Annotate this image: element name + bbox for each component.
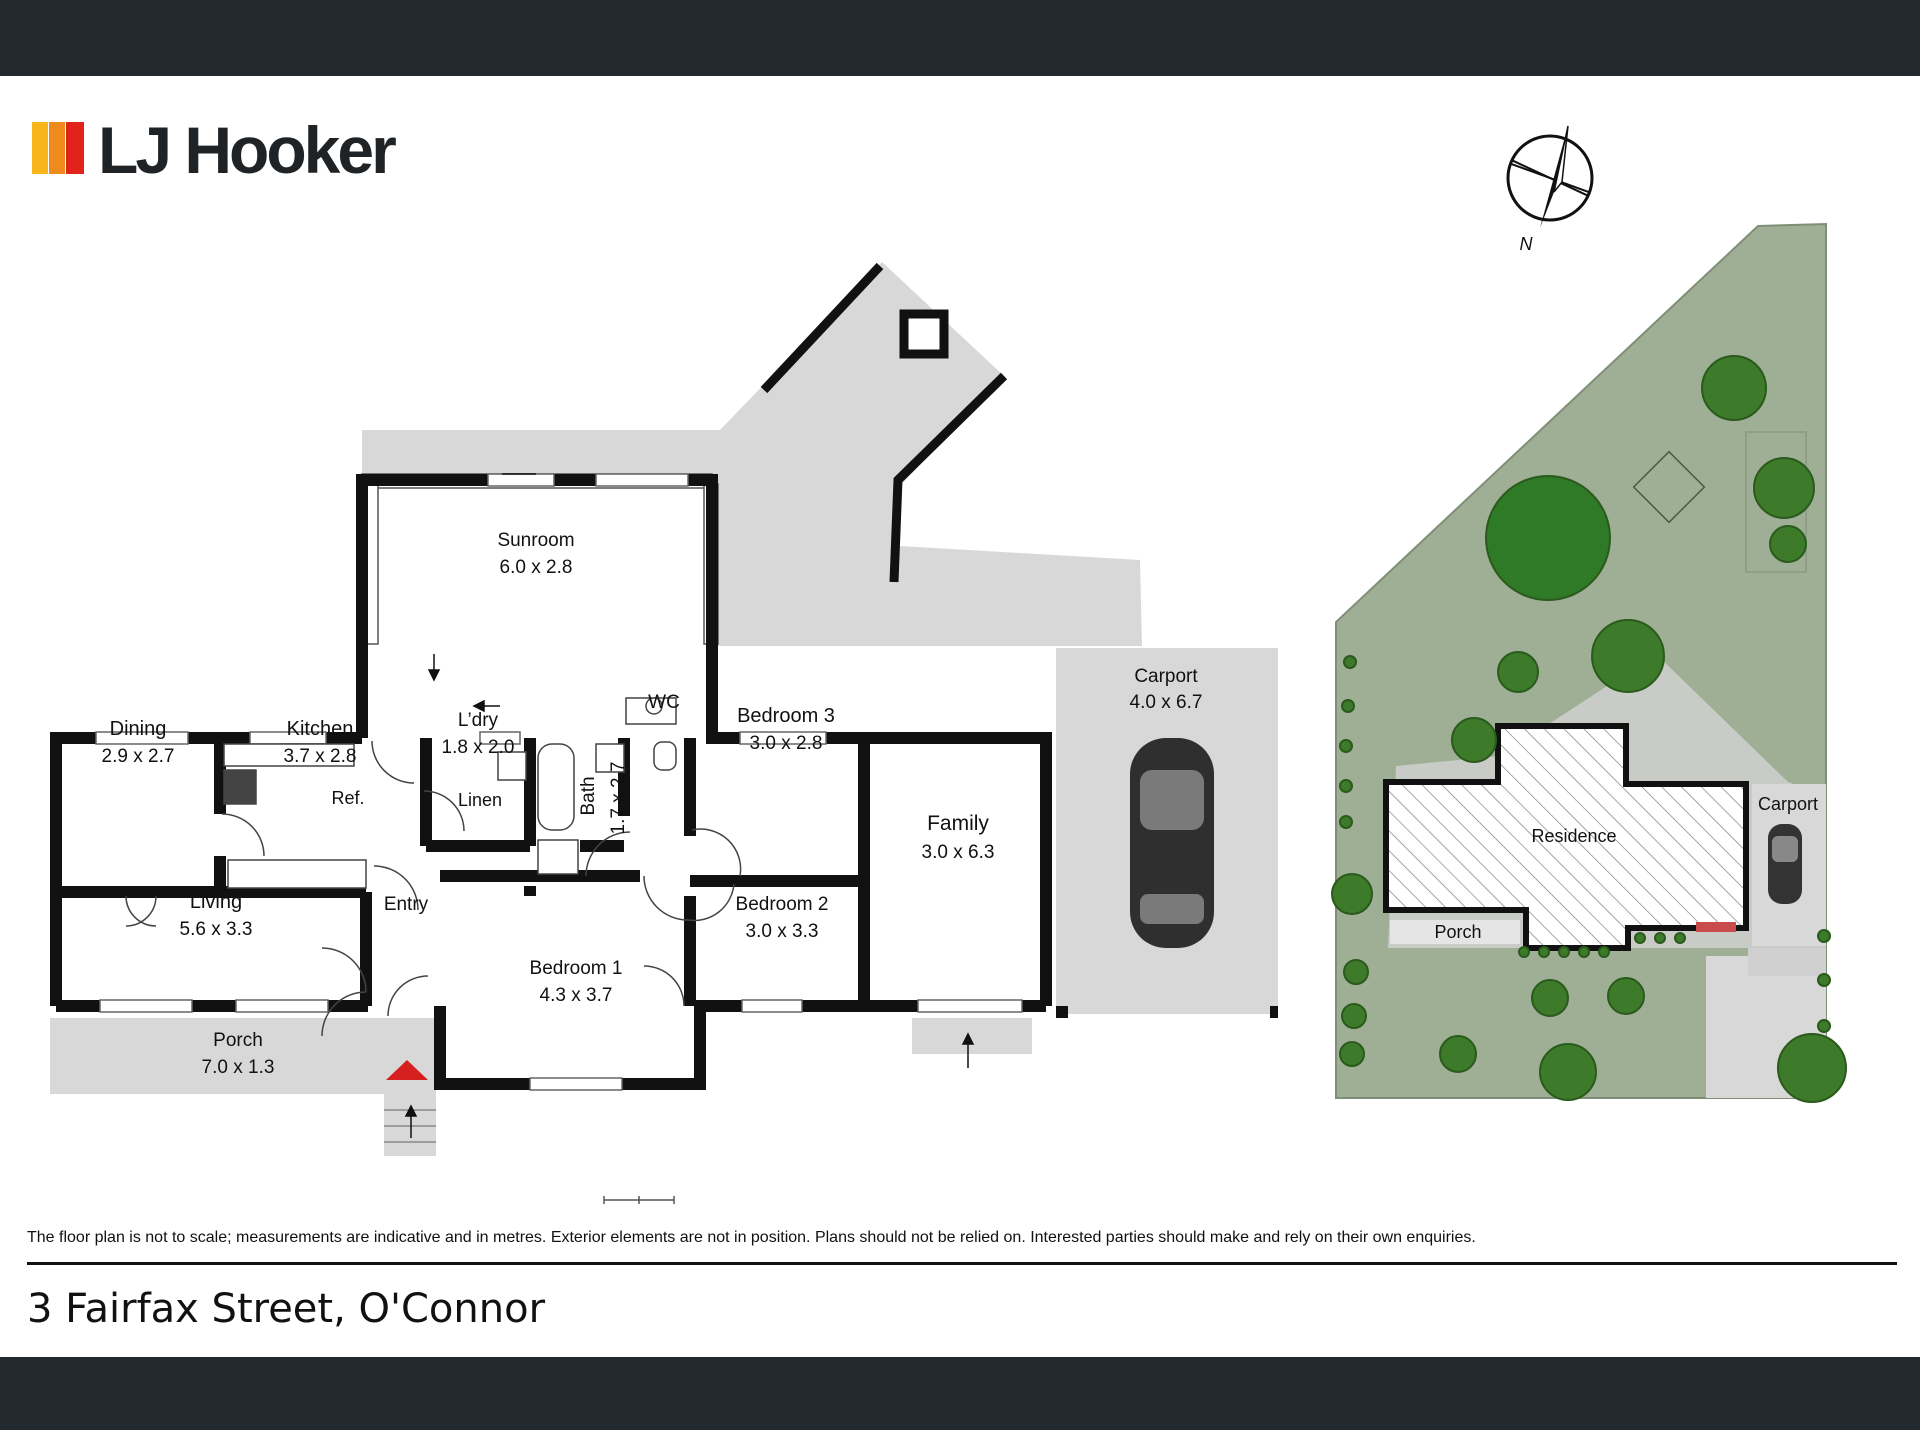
residence-footprint (1383, 723, 1749, 951)
room-name-carport: Carport (1134, 666, 1198, 687)
trees (1331, 355, 1847, 1103)
door-swings (125, 740, 742, 1037)
room-dims-bedroom1: 4.3 x 3.7 (540, 985, 613, 1006)
path (1748, 948, 1826, 976)
tree-large (1485, 475, 1611, 601)
room-name-bedroom3: Bedroom 3 (737, 705, 835, 727)
logo-stripe-orange (49, 122, 65, 174)
room-dims-bedroom3: 3.0 x 2.8 (750, 733, 823, 754)
carport-posts (1056, 1006, 1278, 1018)
basin (595, 743, 625, 773)
site-entry-marker (1696, 922, 1736, 932)
room-label-bath: Bath (578, 776, 599, 815)
compass-north-label: N (1520, 234, 1534, 254)
room-dims-living: 5.6 x 3.3 (180, 919, 253, 940)
cooktop (223, 769, 257, 805)
room-name-living: Living (190, 891, 242, 913)
floor-plan-drawing: Sunroom 6.0 x 2.8 Dining 2.9 x 2.7 Kitch… (50, 125, 1847, 1204)
lj-hooker-logo (32, 122, 84, 174)
step-arrows (404, 473, 975, 1138)
site-plan: Residence Carport Porch (1331, 222, 1847, 1103)
room-dims-dining: 2.9 x 2.7 (102, 746, 175, 767)
toilet (653, 741, 677, 771)
room-dims-porch: 7.0 x 1.3 (202, 1057, 275, 1078)
room-name-laundry: L’dry (458, 710, 499, 731)
room-dims-carport: 4.0 x 6.7 (1130, 692, 1203, 713)
logo-stripe-yellow (32, 122, 48, 174)
kitchen-bench (223, 743, 355, 767)
compass-icon (1506, 125, 1594, 228)
car-icon (1130, 738, 1214, 948)
front-porch-slab (50, 1018, 436, 1094)
room-dims-family: 3.0 x 6.3 (922, 842, 995, 863)
scale-bar (603, 1196, 675, 1204)
site-label-porch: Porch (1434, 922, 1481, 942)
bbq (899, 309, 949, 359)
room-dims-bedroom2: 3.0 x 3.3 (746, 921, 819, 942)
walls (50, 474, 1052, 1090)
room-name-wc: WC (648, 692, 680, 713)
entry-marker-icon (386, 1060, 428, 1080)
laundry-tub (497, 751, 527, 781)
site-label-carport: Carport (1758, 794, 1818, 814)
front-steps (384, 1094, 436, 1156)
room-name-bedroom2: Bedroom 2 (736, 894, 829, 915)
room-label-linen: Linen (458, 790, 502, 810)
footer-divider (27, 1262, 1897, 1265)
site-shed (1632, 450, 1706, 524)
room-name-bedroom1: Bedroom 1 (530, 958, 623, 979)
room-label-ref: Ref. (331, 788, 364, 808)
site-porch (1390, 920, 1520, 944)
room-name-kitchen: Kitchen (287, 718, 354, 740)
room-dims-bath: 1.7 x 2.7 (608, 762, 629, 835)
site-car-icon (1768, 824, 1802, 904)
room-dims-sunroom: 6.0 x 2.8 (500, 557, 573, 578)
room-name-dining: Dining (110, 718, 167, 740)
bottom-bar (0, 1357, 1920, 1430)
room-name-porch: Porch (213, 1030, 263, 1051)
bathtub (537, 743, 575, 831)
room-dims-laundry: 1.8 x 2.0 (442, 737, 515, 758)
top-bar (0, 0, 1920, 76)
windows (95, 473, 1023, 1091)
property-address: 3 Fairfax Street, O'Connor (27, 1286, 546, 1332)
patio-walls (760, 262, 1008, 583)
shower (537, 839, 579, 875)
fixtures (223, 697, 677, 889)
site-label-residence: Residence (1531, 826, 1616, 846)
family-steps (912, 1018, 1032, 1054)
room-labels: Sunroom 6.0 x 2.8 Dining 2.9 x 2.7 Kitch… (102, 530, 1203, 1078)
logo-stripe-red (66, 122, 84, 174)
room-name-family: Family (927, 812, 989, 835)
room-name-sunroom: Sunroom (497, 530, 574, 551)
logo-wordmark: LJ Hooker (98, 113, 397, 187)
fridge-space (227, 859, 367, 889)
disclaimer-text: The floor plan is not to scale; measurem… (27, 1229, 1476, 1246)
room-dims-kitchen: 3.7 x 2.8 (284, 746, 357, 767)
room-label-entry: Entry (384, 894, 429, 915)
